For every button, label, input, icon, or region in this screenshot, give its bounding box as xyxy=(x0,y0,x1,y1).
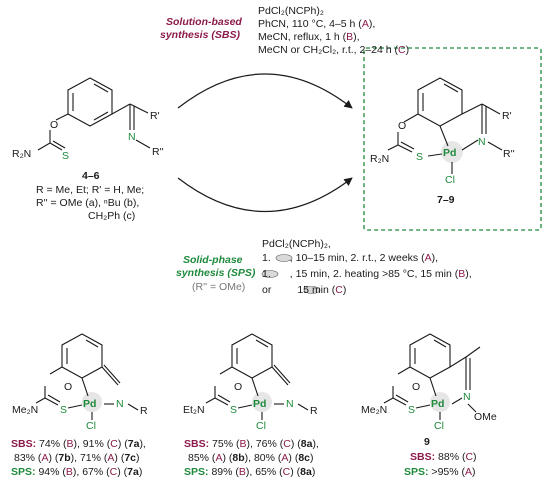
sbs-reagent: PdCl₂(NCPh)₂ xyxy=(258,5,324,17)
prod-atom-r2n: R₂N xyxy=(370,153,390,165)
ex9-atom-cl: Cl xyxy=(434,420,444,432)
ex8-atom-s: S xyxy=(230,404,238,416)
ex8-atom-cl: Cl xyxy=(256,420,266,432)
ex7-atom-s: S xyxy=(60,404,68,416)
prod-atom-n: N xyxy=(478,136,486,148)
product-box xyxy=(363,47,542,231)
sps-heading-1: Solid-phase xyxy=(183,254,243,266)
ex9-atom-pd: Pd xyxy=(431,398,445,410)
sm-atom-r2: R'' xyxy=(152,146,164,158)
prod-atom-r1: R' xyxy=(502,110,512,122)
sm-atom-r1: R' xyxy=(150,110,160,122)
ex7-sps-line: SPS: 94% (B), 67% (C) (7a) xyxy=(11,466,143,478)
example-8-structure xyxy=(205,333,309,420)
prod-atom-pd: Pd xyxy=(443,147,457,159)
sps-step-a: 1., 10–15 min, 2. r.t., 2 weeks (A), xyxy=(262,252,439,264)
ex8-atom-o: O xyxy=(234,381,243,393)
sm-r2-definition: R'' = OMe (a), ⁿBu (b), xyxy=(36,197,140,209)
ex7-sbs-line1: SBS: 74% (B), 91% (C) (7a), xyxy=(11,438,146,450)
ex7-atom-pd: Pd xyxy=(83,398,97,410)
ex9-compound-label: 9 xyxy=(424,436,430,448)
ex8-sbs-line1: SBS: 75% (B), 76% (C) (8a), xyxy=(184,438,319,450)
prod-atom-s: S xyxy=(416,151,424,163)
sm-r2-definition-2: CH₂Ph (c) xyxy=(88,210,136,222)
ex8-atom-n: N xyxy=(286,398,294,410)
ex7-atom-o: O xyxy=(64,381,73,393)
ex8-r: R xyxy=(310,405,318,417)
example-7-structure xyxy=(35,333,139,420)
ex7-atom-n: N xyxy=(116,398,124,410)
sm-atom-s: S xyxy=(62,150,70,162)
sm-atom-r2n: R₂N xyxy=(12,148,32,160)
ex9-amine: Me₂N xyxy=(361,404,388,416)
sps-reagent: PdCl₂(NCPh)₂, xyxy=(262,238,331,250)
ex8-atom-pd: Pd xyxy=(253,398,267,410)
sbs-condition-b: MeCN, reflux, 1 h (B), xyxy=(258,31,360,43)
sm-atom-o: O xyxy=(50,119,59,131)
ex8-sbs-line2: 85% (A) (8b), 80% (A) (8c) xyxy=(188,452,314,464)
sps-note: (R'' = OMe) xyxy=(192,281,246,293)
sm-r-definition: R = Me, Et; R' = H, Me; xyxy=(36,184,145,196)
sm-atom-n: N xyxy=(128,131,136,143)
ex8-sps-line: SPS: 89% (B), 65% (C) (8a) xyxy=(184,466,316,478)
prod-compound-label: 7–9 xyxy=(437,194,455,206)
sbs-condition-c: MeCN or CH₂Cl₂, r.t., 2–24 h (C) xyxy=(258,44,410,56)
ex9-n-substituent: OMe xyxy=(474,411,497,423)
ex7-r: R xyxy=(140,405,148,417)
sbs-heading-2: synthesis (SBS) xyxy=(160,29,240,41)
sps-step-b: 1., 15 min, 2. heating >85 °C, 15 min (B… xyxy=(262,268,472,280)
ex9-atom-n: N xyxy=(463,391,471,403)
ex9-sbs-line: SBS: 88% (C) xyxy=(410,451,477,463)
ex9-atom-o: O xyxy=(412,381,421,393)
prod-atom-r2: R'' xyxy=(503,148,515,160)
product-structure xyxy=(387,77,503,174)
prod-atom-cl: Cl xyxy=(445,174,455,186)
sbs-heading-1: Solution-based xyxy=(166,16,242,28)
sm-compound-label: 4–6 xyxy=(82,170,100,182)
ex8-amine: Et₂N xyxy=(183,404,205,416)
ex7-sbs-line2: 83% (A) (7b), 71% (A) (7c) xyxy=(14,452,140,464)
starting-material-structure xyxy=(37,77,151,151)
sbs-condition-a: PhCN, 110 °C, 4–5 h (A), xyxy=(258,18,376,30)
ex9-sps-line: SPS: >95% (A) xyxy=(404,466,476,478)
prod-atom-o: O xyxy=(398,120,407,132)
sps-heading-2: synthesis (SPS) xyxy=(176,267,256,279)
ex9-atom-s: S xyxy=(408,404,416,416)
ex7-amine: Me₂N xyxy=(12,404,39,416)
mortar-pestle-icon xyxy=(261,254,321,294)
sbs-arrow xyxy=(177,73,353,109)
sps-arrow xyxy=(177,177,353,212)
ex7-atom-cl: Cl xyxy=(86,420,96,432)
example-9-structure xyxy=(383,333,481,420)
